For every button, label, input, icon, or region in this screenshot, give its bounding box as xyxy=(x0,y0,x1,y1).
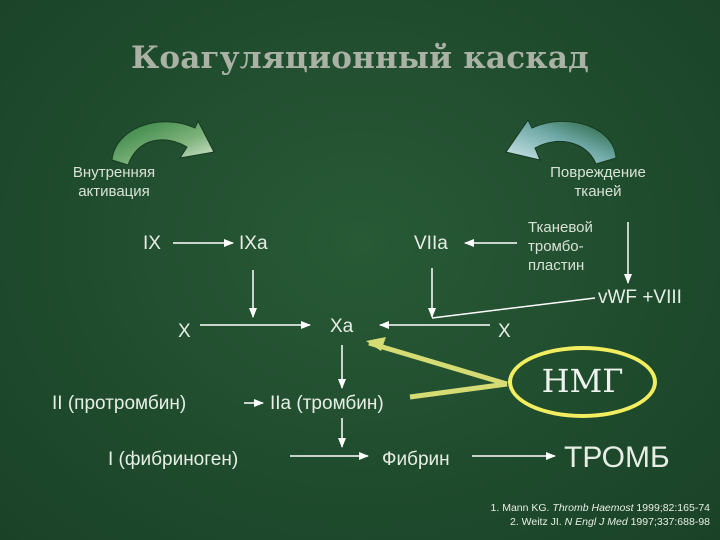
factor-xa: Xa xyxy=(330,316,354,337)
tissue-damage-curved-arrow-icon xyxy=(505,119,617,165)
slide-title: Коагуляционный каскад xyxy=(130,40,590,76)
factor-ix: IX xyxy=(143,233,161,254)
fibrinogen-label: I (фибриноген) xyxy=(108,449,239,470)
factor-ixa: IXa xyxy=(239,233,268,254)
prothrombin-label: II (протромбин) xyxy=(52,393,187,414)
vwf-viii-label: vWF +VIII xyxy=(598,287,682,308)
reference-2: 2. Weitz JI. N Engl J Med 1997;337:688-9… xyxy=(509,516,710,528)
reference-1: 1. Mann KG. Thromb Haemost 1999;82:165-7… xyxy=(490,502,710,514)
factor-viia: VIIa xyxy=(414,233,448,254)
intrinsic-activation-curved-arrow-icon xyxy=(111,119,215,166)
references: 1. Mann KG. Thromb Haemost 1999;82:165-7… xyxy=(491,501,710,529)
thrombus-label: ТРОМБ xyxy=(564,441,670,474)
thrombin-label: IIa (тромбин) xyxy=(270,393,384,414)
nmg-label: НМГ xyxy=(541,362,624,400)
line-vwf-join xyxy=(431,297,596,319)
nmg-ellipse xyxy=(508,346,657,418)
factor-x-left: X xyxy=(178,321,191,342)
fibrin-label: Фибрин xyxy=(382,449,450,470)
intrinsic-activation-label: Внутренняя активация xyxy=(72,164,156,200)
tissue-damage-label: Повреждение тканей xyxy=(550,164,646,200)
factor-x-right: X xyxy=(498,321,511,342)
nmg-inhibition-arrow xyxy=(366,337,508,400)
tissue-thromboplastin-label: Тканевой тромбо- пластин xyxy=(528,219,593,274)
